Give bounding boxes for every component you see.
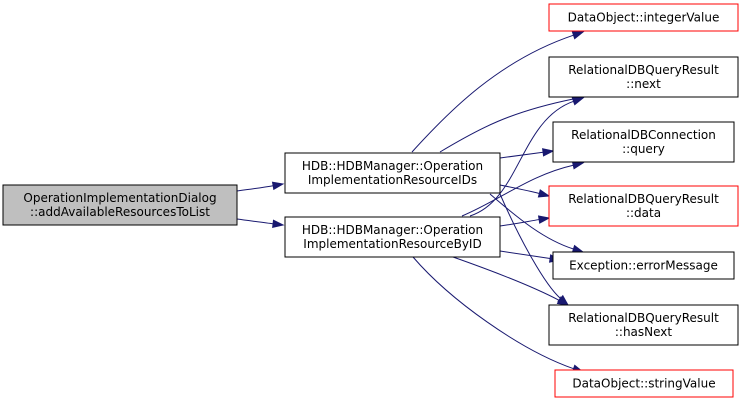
edge-byid-next bbox=[469, 97, 585, 217]
node-box[interactable] bbox=[548, 3, 739, 32]
edge-byid-data bbox=[499, 215, 551, 227]
node-label-line: ::next bbox=[626, 77, 661, 91]
arrowhead bbox=[571, 161, 585, 170]
node-data[interactable]: RelationalDBQueryResult::data bbox=[548, 185, 739, 227]
node-label-line: ImplementationResourceByID bbox=[303, 237, 481, 251]
node-ids[interactable]: HDB::HDBManager::OperationImplementation… bbox=[284, 152, 501, 194]
edge-root-byid bbox=[236, 218, 285, 229]
arrowhead bbox=[271, 181, 285, 191]
arrowhead bbox=[542, 148, 555, 157]
arrowhead bbox=[571, 97, 585, 106]
edge-line bbox=[499, 250, 551, 260]
node-label-line: HDB::HDBManager::Operation bbox=[302, 223, 483, 237]
node-box[interactable] bbox=[284, 152, 501, 194]
edges-layer bbox=[236, 31, 585, 373]
node-label-line: RelationalDBQueryResult bbox=[568, 311, 719, 325]
node-next[interactable]: RelationalDBQueryResult::next bbox=[548, 56, 739, 98]
edge-line bbox=[499, 184, 540, 194]
arrowhead bbox=[537, 215, 551, 224]
node-strval[interactable]: DataObject::stringValue bbox=[554, 369, 734, 398]
node-box[interactable] bbox=[548, 304, 739, 346]
arrowhead bbox=[571, 244, 585, 253]
edge-ids-intval bbox=[411, 31, 585, 153]
edge-line bbox=[236, 185, 274, 192]
edge-line bbox=[499, 219, 540, 227]
node-byid[interactable]: HDB::HDBManager::OperationImplementation… bbox=[284, 216, 501, 258]
edge-line bbox=[499, 151, 544, 159]
edge-line bbox=[236, 218, 274, 225]
edge-line bbox=[411, 34, 574, 153]
edge-line bbox=[461, 164, 574, 217]
node-label-line: ImplementationResourceIDs bbox=[308, 173, 477, 187]
node-box[interactable] bbox=[554, 369, 734, 398]
edge-root-ids bbox=[236, 181, 285, 192]
edge-byid-hasnext bbox=[452, 256, 570, 306]
node-root[interactable]: OperationImplementationDialog::addAvaila… bbox=[2, 184, 238, 226]
node-errmsg[interactable]: Exception::errorMessage bbox=[552, 251, 735, 280]
node-label-line: DataObject::stringValue bbox=[572, 377, 715, 391]
node-box[interactable] bbox=[2, 184, 238, 226]
node-label-line: Exception::errorMessage bbox=[569, 259, 718, 273]
node-label-line: RelationalDBQueryResult bbox=[568, 192, 719, 206]
node-box[interactable] bbox=[552, 251, 735, 280]
node-label-line: ::hasNext bbox=[615, 325, 673, 339]
edge-ids-query bbox=[499, 148, 555, 159]
node-label-line: DataObject::integerValue bbox=[568, 11, 720, 25]
edge-byid-errmsg bbox=[499, 250, 562, 263]
node-label-line: ::addAvailableResourcesToList bbox=[30, 205, 210, 219]
edge-line bbox=[499, 193, 561, 299]
node-label-line: ::data bbox=[626, 206, 661, 220]
node-box[interactable] bbox=[284, 216, 501, 258]
node-box[interactable] bbox=[548, 185, 739, 227]
arrowhead bbox=[556, 296, 570, 306]
arrowhead bbox=[272, 219, 285, 229]
edge-line bbox=[469, 100, 574, 217]
node-query[interactable]: RelationalDBConnection::query bbox=[552, 121, 735, 163]
arrowhead bbox=[537, 189, 551, 198]
node-label-line: HDB::HDBManager::Operation bbox=[302, 159, 483, 173]
edge-ids-data bbox=[499, 184, 551, 198]
node-box[interactable] bbox=[552, 121, 735, 163]
nodes-layer: OperationImplementationDialog::addAvaila… bbox=[2, 3, 739, 398]
node-box[interactable] bbox=[548, 56, 739, 98]
node-intval[interactable]: DataObject::integerValue bbox=[548, 3, 739, 32]
node-label-line: RelationalDBConnection bbox=[571, 128, 716, 142]
arrowhead bbox=[571, 31, 585, 40]
node-hasnext[interactable]: RelationalDBQueryResult::hasNext bbox=[548, 304, 739, 346]
edge-line bbox=[489, 193, 574, 250]
node-label-line: OperationImplementationDialog bbox=[23, 191, 216, 205]
edge-line bbox=[439, 98, 574, 153]
node-label-line: RelationalDBQueryResult bbox=[568, 63, 719, 77]
node-label-line: ::query bbox=[622, 142, 665, 156]
edge-line bbox=[412, 256, 574, 370]
edge-line bbox=[452, 256, 560, 301]
